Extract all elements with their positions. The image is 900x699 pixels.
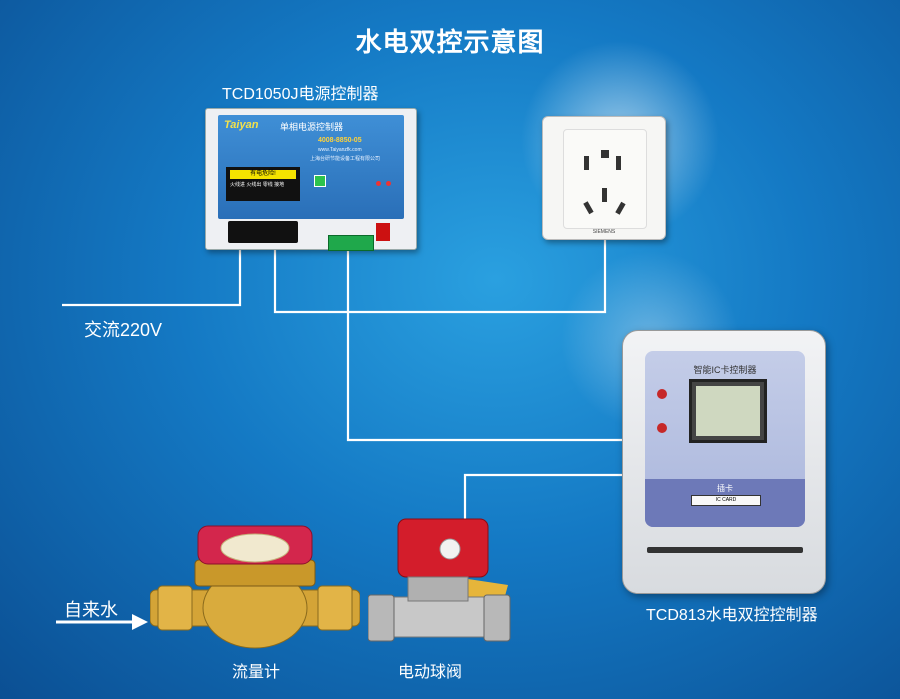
terminal-labels: 火线进 火线出 零线 接地	[230, 182, 285, 188]
socket-brand: SIEMENS	[592, 229, 616, 235]
power-terminal-block	[228, 221, 298, 243]
flow-meter-device	[150, 525, 360, 649]
diagram-title: 水电双控示意图	[355, 27, 545, 57]
arrow-right-icon	[56, 614, 148, 630]
tap-water-label: 自来水	[64, 600, 118, 620]
status-led	[657, 389, 667, 399]
indicator-led	[376, 181, 381, 186]
control-wire	[346, 250, 622, 442]
card-slot: IC CARD	[691, 495, 761, 506]
motorized-valve-label: 电动球阀	[398, 664, 463, 681]
power-controller-device: Taiyan 单相电源控制器 4008-8850-05 www.Taiyanzf…	[205, 108, 417, 251]
ac-wire-live	[62, 250, 242, 307]
warning-text: 有电危险!	[230, 170, 296, 179]
flow-meter-label: 流量计	[232, 664, 281, 681]
valve-wire	[463, 473, 622, 520]
socket-face	[563, 129, 647, 229]
controller-website: www.Taiyanzfk.com	[318, 147, 362, 153]
control-terminal-block	[328, 235, 374, 251]
controller-name: 单相电源控制器	[280, 122, 344, 132]
card-controller-screen	[689, 379, 767, 443]
socket-holes-icon	[583, 150, 626, 215]
controller-company: 上海台研节能设备工程有限公司	[310, 156, 381, 162]
wall-socket: SIEMENS	[542, 116, 666, 240]
card-insert-area: 插卡 IC CARD	[645, 479, 805, 527]
ac-power-label: 交流220V	[84, 320, 163, 340]
power-controller-face: Taiyan 单相电源控制器 4008-8850-05 www.Taiyanzf…	[218, 115, 404, 219]
red-terminal	[376, 223, 390, 241]
test-button	[314, 175, 326, 187]
warning-panel: 有电危险! 火线进 火线出 零线 接地	[226, 167, 300, 201]
card-controller-label: TCD813水电双控控制器	[646, 607, 818, 624]
status-led	[657, 423, 667, 433]
insert-card-label: 插卡	[717, 484, 733, 493]
lower-slot	[647, 547, 803, 553]
motorized-valve-device	[368, 518, 511, 642]
indicator-led	[386, 181, 391, 186]
socket-wire	[273, 238, 607, 314]
controller-phone: 4008-8850-05	[318, 137, 362, 144]
card-controller-device: 智能IC卡控制器 插卡 IC CARD	[622, 330, 826, 594]
controller-brand: Taiyan	[224, 119, 259, 131]
power-controller-label: TCD1050J电源控制器	[222, 86, 379, 103]
card-controller-panel: 智能IC卡控制器 插卡 IC CARD	[645, 351, 805, 527]
card-controller-title: 智能IC卡控制器	[693, 365, 757, 375]
